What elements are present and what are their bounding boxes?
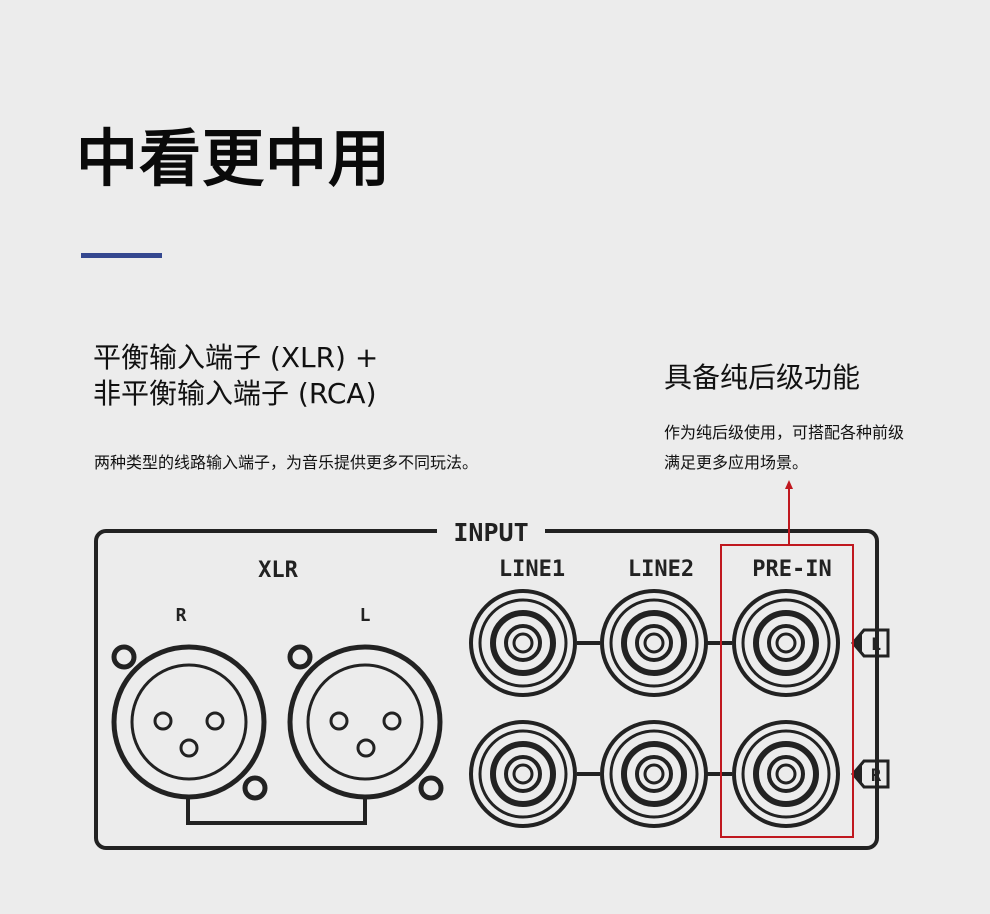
prein-highlight-box <box>720 544 854 838</box>
rca-line2-left <box>600 589 708 697</box>
line2-label: LINE2 <box>628 557 694 582</box>
xlr-connector-right <box>111 644 268 801</box>
rca-line1-left <box>469 589 577 697</box>
row-marker-right: R <box>851 759 890 789</box>
rca-prein-left <box>732 589 840 697</box>
input-label-bg <box>437 517 545 547</box>
rca-line1-right <box>469 720 577 828</box>
feature-title-line-2: 非平衡输入端子 (RCA) <box>93 377 377 410</box>
xlr-right-label: R <box>176 605 187 626</box>
line1-label: LINE1 <box>499 557 565 582</box>
rca-line2-right <box>600 720 708 828</box>
feature-desc-line-1: 作为纯后级使用，可搭配各种前级 <box>664 423 905 442</box>
input-label: INPUT <box>453 518 528 547</box>
prein-label: PRE-IN <box>752 557 831 582</box>
rca-prein-right <box>732 720 840 828</box>
xlr-label: XLR <box>258 558 298 583</box>
xlr-connector-left <box>287 644 444 801</box>
feature-title-line-1: 平衡输入端子 (XLR) + <box>93 341 379 374</box>
feature-desc-inputs: 两种类型的线路输入端子，为音乐提供更多不同玩法。 <box>94 453 479 472</box>
feature-desc-preamp: 作为纯后级使用，可搭配各种前级 满足更多应用场景。 <box>664 418 904 478</box>
arrow-up-icon <box>785 480 793 489</box>
feature-title-inputs: 平衡输入端子 (XLR) + 非平衡输入端子 (RCA) <box>93 340 378 412</box>
feature-desc-line-2: 满足更多应用场景。 <box>664 453 809 472</box>
row-right-label: R <box>871 766 882 786</box>
row-left-label: L <box>871 635 881 655</box>
feature-title-preamp: 具备纯后级功能 <box>664 361 861 394</box>
xlr-left-label: L <box>360 605 371 626</box>
row-marker-left: L <box>851 628 890 658</box>
xlr-bracket <box>186 796 367 825</box>
accent-divider <box>81 253 162 258</box>
page-title: 中看更中用 <box>76 122 392 195</box>
